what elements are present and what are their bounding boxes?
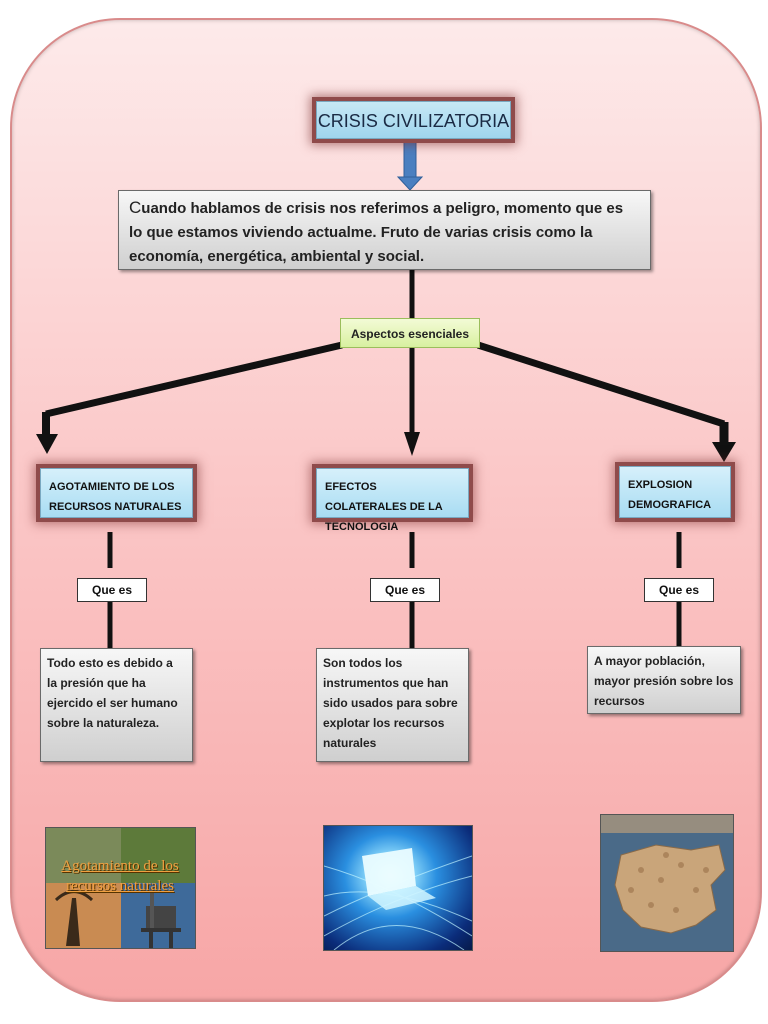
right-arrow-head (712, 442, 736, 462)
image-natural-resources: Agotamiento de los recursos naturales (45, 827, 196, 949)
main-title-box: CRISIS CIVILIZATORIA (316, 101, 511, 139)
aspects-label: Aspectos esenciales (350, 327, 470, 341)
image1-caption: Agotamiento de los recursos naturales (61, 858, 179, 894)
description-box: Cuando hablamos de crisis nos referimos … (118, 190, 651, 270)
definition-box-demographic: A mayor población, mayor presión sobre l… (587, 646, 741, 714)
resources-collage-icon (46, 828, 195, 948)
center-arrow-head (404, 432, 420, 456)
category-box-demographic: EXPLOSION DEMOGRAFICA (619, 466, 731, 518)
que-es-box-resources: Que es (77, 578, 147, 602)
laptop-light-icon (324, 848, 472, 950)
main-title: CRISIS CIVILIZATORIA (317, 111, 510, 131)
aspects-box: Aspectos esenciales (340, 318, 480, 348)
que-es-box-demographic: Que es (644, 578, 714, 602)
image-technology (323, 825, 473, 951)
definition-box-technology: Son todos los instrumentos que han sido … (316, 648, 469, 762)
title-arrow-head (396, 176, 424, 191)
category-box-technology: EFECTOS COLATERALES DE LA TECNOLOGIA (316, 468, 469, 533)
aspects-right-line (476, 341, 726, 428)
aspects-left-line (45, 341, 343, 418)
crowd-map-icon (601, 815, 733, 951)
category-box-resources: AGOTAMIENTO DE LOS RECURSOS NATURALES (40, 468, 193, 518)
left-arrow-head (36, 434, 58, 454)
image-demographic (600, 814, 734, 952)
que-es-box-technology: Que es (370, 578, 440, 602)
definition-box-resources: Todo esto es debido a la presión que ha … (40, 648, 193, 762)
title-arrow-shaft (403, 138, 417, 178)
